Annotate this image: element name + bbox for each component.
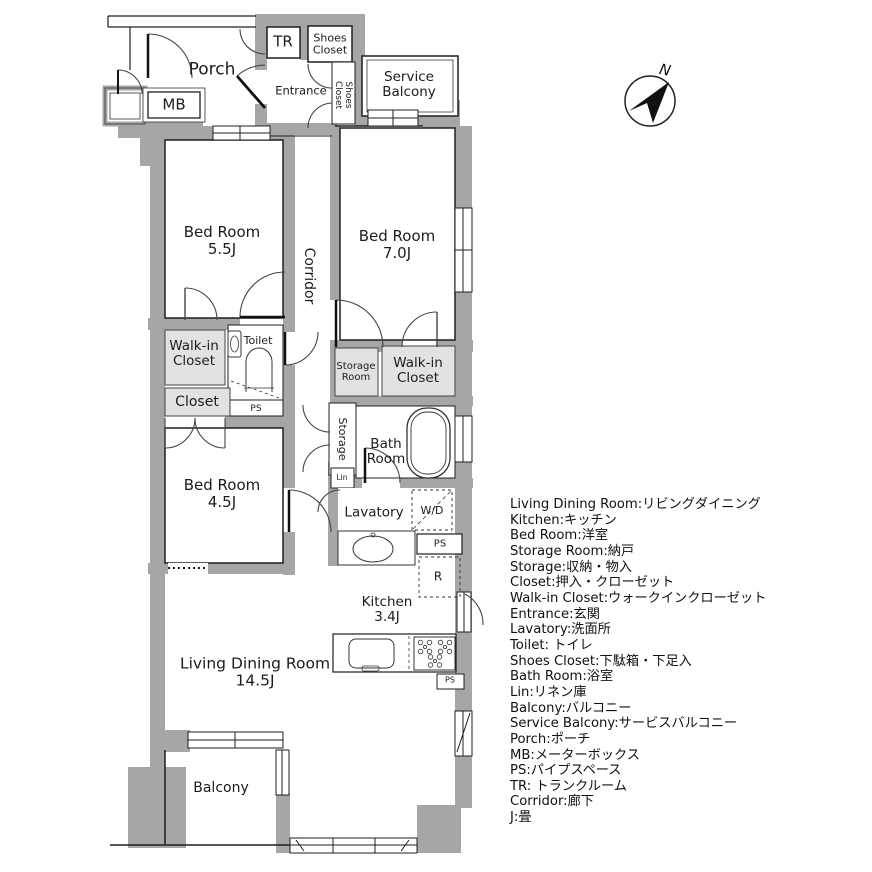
windows (168, 109, 473, 854)
label-corridor: Corridor (300, 247, 317, 305)
legend-line-j: J:畳 (510, 810, 532, 826)
label-toilet: Toilet (243, 333, 273, 347)
label-porch: Porch (188, 59, 236, 80)
walkin-left-line1: Walk-in (169, 337, 219, 354)
shoes-closet-side-line1: Shoes (343, 81, 354, 109)
legend: Living Dining Room:リビングダイニング Kitchen:キッチ… (510, 497, 766, 826)
legend-line-corridor: Corridor:廊下 (510, 794, 594, 810)
legend-line-ps: PS:パイプスペース (510, 763, 622, 779)
bedroom1-size: 5.5J (207, 240, 237, 258)
walkin-left-line2: Closet (172, 353, 216, 369)
legend-line-living: Living Dining Room:リビングダイニング (510, 497, 761, 512)
bedroom2-name: Bed Room (358, 227, 436, 246)
label-ps-toilet: PS (250, 403, 262, 414)
legend-line-mb: MB:メーターボックス (510, 747, 640, 763)
label-entrance: Entrance (275, 83, 327, 98)
kitchen-name: Kitchen (361, 593, 413, 610)
bath-line2: Room (366, 451, 406, 467)
label-mb: MB (162, 95, 186, 114)
doors (117, 28, 484, 626)
walkin-right-line2: Closet (396, 370, 440, 386)
bedroom3-size: 4.5J (207, 493, 237, 511)
walkin-right-line1: Walk-in (393, 354, 443, 371)
legend-line-porch: Porch:ポーチ (510, 731, 591, 747)
legend-line-kitchen: Kitchen:キッチン (510, 512, 617, 528)
legend-line-lavatory: Lavatory:洗面所 (510, 622, 611, 638)
legend-line-closet: Closet:押入・クローゼット (510, 575, 675, 591)
legend-line-balcony: Balcony:バルコニー (510, 700, 632, 716)
label-closet: Closet (175, 394, 219, 411)
thin-boundaries (107, 15, 423, 846)
label-ps-lavatory: PS (433, 538, 447, 550)
label-refrigerator: R (433, 569, 443, 584)
service-balcony-line1: Service (384, 68, 434, 85)
storage-room-line1: Storage (336, 360, 376, 372)
shoes-closet-line1: Shoes (313, 31, 347, 45)
service-balcony-line2: Balcony (382, 84, 436, 100)
bath-line1: Bath (370, 435, 402, 452)
legend-line-tr: TR: トランクルーム (510, 778, 627, 794)
legend-line-toilet: Toilet: トイレ (510, 637, 593, 653)
label-balcony: Balcony (193, 780, 249, 797)
legend-line-walkin: Walk-in Closet:ウォークインクローゼット (510, 590, 767, 606)
mb-boxes (102, 85, 206, 127)
living-name: Living Dining Room (179, 654, 331, 673)
shoes-closet-side-line2: Closet (333, 80, 343, 110)
legend-line-storage-room: Storage Room:納戸 (510, 543, 635, 559)
legend-line-shoes-closet: Shoes Closet:下駄箱・下足入 (510, 653, 692, 669)
bedroom1-name: Bed Room (183, 223, 261, 242)
legend-line-service-balcony: Service Balcony:サービスバルコニー (510, 716, 738, 732)
label-storage: Storage (336, 417, 350, 461)
label-lin: Lin (336, 472, 348, 482)
bedroom3-name: Bed Room (183, 476, 261, 495)
fixtures (227, 330, 465, 690)
storage-room-line2: Room (341, 372, 371, 383)
compass-north-icon (624, 75, 676, 127)
legend-line-bedroom: Bed Room:洋室 (510, 528, 609, 544)
label-tr: TR (273, 32, 293, 51)
legend-line-entrance: Entrance:玄関 (510, 606, 600, 622)
living-size: 14.5J (235, 672, 275, 690)
shoes-closet-line2: Closet (312, 44, 348, 57)
legend-line-bathroom: Bath Room:浴室 (510, 669, 614, 685)
legend-line-storage: Storage:収納・物入 (510, 559, 632, 575)
label-ps-kitchen: PS (445, 675, 455, 685)
bedroom2-size: 7.0J (382, 244, 412, 262)
label-lavatory: Lavatory (344, 504, 404, 521)
kitchen-size: 3.4J (374, 609, 400, 625)
legend-line-lin: Lin:リネン庫 (510, 684, 587, 700)
label-wd: W/D (420, 503, 444, 517)
